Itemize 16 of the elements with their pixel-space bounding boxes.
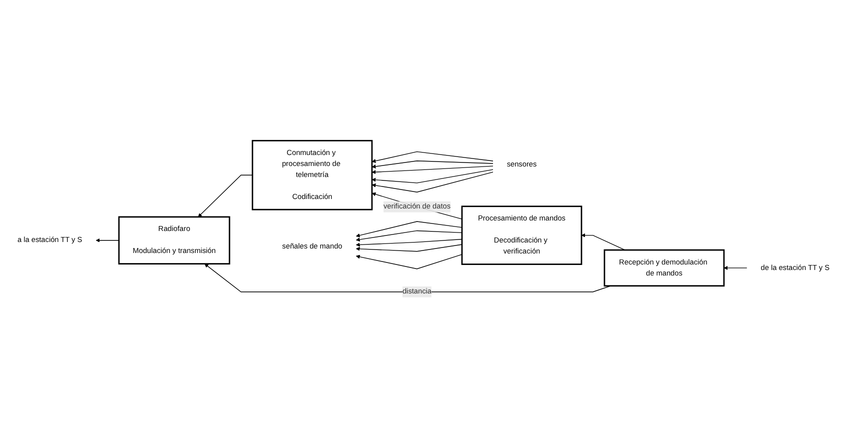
arrow: [356, 230, 462, 242]
arrow: [96, 238, 120, 242]
arrow: [724, 266, 748, 270]
arrow: [198, 174, 253, 218]
arrow: [356, 254, 462, 270]
arrow: [356, 238, 462, 247]
arrow: [372, 169, 494, 184]
arrow: [356, 221, 462, 238]
arrow: [581, 233, 626, 250]
arrow: [356, 244, 462, 252]
arrow: [372, 160, 494, 168]
arrow: [372, 166, 494, 174]
arrow: [372, 192, 462, 220]
arrow: [204, 264, 612, 292]
arrow: [372, 151, 494, 163]
arrow: [372, 172, 494, 192]
